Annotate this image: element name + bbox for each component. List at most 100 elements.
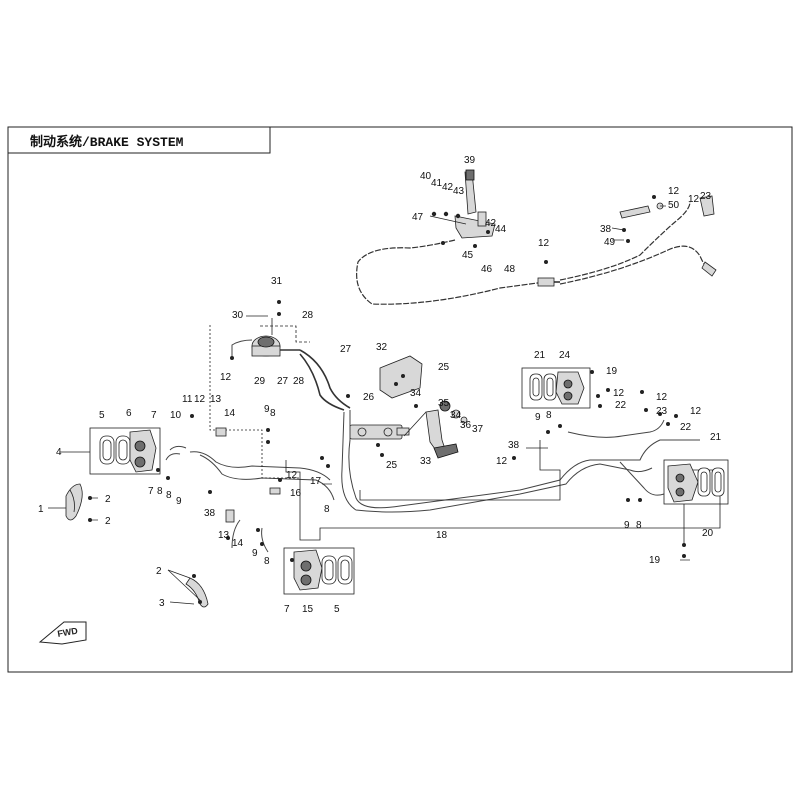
callout-label: 23 (656, 406, 668, 417)
callout-label: 8 (546, 410, 552, 421)
callout-label: 14 (232, 538, 244, 549)
callout-label: 8 (270, 408, 276, 419)
callout-label: 5 (99, 410, 105, 421)
callout-label: 40 (420, 171, 432, 182)
callout-label: 2 (105, 516, 111, 527)
callout-label: 34 (410, 388, 422, 399)
callout-label: 13 (218, 530, 230, 541)
callout-label: 3 (159, 598, 165, 609)
rear-right-caliper (663, 459, 729, 558)
callout-label: 12 (668, 186, 680, 197)
rear-left-caliper (283, 547, 355, 595)
callout-label: 2 (105, 494, 111, 505)
callout-label: 29 (254, 376, 266, 387)
callout-label: 47 (412, 212, 424, 223)
callout-label: 9 (252, 548, 258, 559)
callout-label: 46 (481, 264, 493, 275)
valve-and-bracket (349, 355, 423, 457)
callout-label: 8 (157, 486, 163, 497)
callout-label: 20 (702, 528, 714, 539)
callout-label: 50 (668, 200, 680, 211)
title-box (8, 127, 271, 154)
callout-label: 27 (340, 344, 352, 355)
callout-label: 22 (615, 400, 627, 411)
callout-label: 38 (600, 224, 612, 235)
guide-path (359, 440, 561, 501)
callout-label: 26 (363, 392, 375, 403)
callout-label: 37 (472, 424, 484, 435)
front-left-caliper (89, 427, 170, 480)
callout-label: 17 (310, 476, 322, 487)
callout-label: 9 (624, 520, 630, 531)
callout-label: 8 (166, 490, 172, 501)
callout-label: 9 (264, 404, 270, 415)
front-right-caliper (521, 367, 602, 409)
callout-label: 25 (386, 460, 398, 471)
svg-text:FWD: FWD (57, 625, 79, 638)
callout-label: 14 (224, 408, 236, 419)
callout-label: 25 (438, 362, 450, 373)
callout-label: 48 (504, 264, 516, 275)
callout-label: 27 (277, 376, 289, 387)
callout-label: 7 (148, 486, 154, 497)
callout-label: 39 (464, 155, 476, 166)
callout-label: 42 (485, 218, 497, 229)
callout-label: 12 (194, 394, 206, 405)
callout-label: 10 (170, 410, 182, 421)
callout-label: 21 (534, 350, 546, 361)
drawing-frame (7, 126, 793, 673)
callout-label: 41 (431, 178, 443, 189)
callout-label: 6 (126, 408, 132, 419)
disc-guard-front (65, 483, 92, 522)
callout-label: 23 (700, 191, 712, 202)
callout-label: 42 (442, 182, 454, 193)
callout-label: 12 (656, 392, 668, 403)
callout-label: 43 (453, 186, 465, 197)
callout-label: 7 (151, 410, 157, 421)
callout-label: 8 (324, 504, 330, 515)
callout-label: 12 (286, 470, 298, 481)
leader-lines (48, 205, 690, 605)
callout-label: 32 (376, 342, 388, 353)
brake-pedal-assembly (403, 400, 468, 459)
callout-label: 9 (535, 412, 541, 423)
callout-label: 15 (302, 604, 314, 615)
callout-label: 12 (613, 388, 625, 399)
callout-labels: 1 2 2 2 3 4 5 5 6 7 7 7 8 8 8 8 8 8 8 9 … (38, 155, 722, 615)
callout-label: 33 (420, 456, 432, 467)
master-cylinder-assembly (230, 300, 351, 411)
main-brake-lines (165, 410, 700, 553)
callout-label: 21 (710, 432, 722, 443)
callout-label: 30 (232, 310, 244, 321)
fwd-direction-arrow: FWD (38, 621, 87, 645)
callout-label: 7 (284, 604, 290, 615)
callout-label: 1 (38, 504, 44, 515)
disc-guard-lower (185, 574, 209, 608)
callout-label: 8 (264, 556, 270, 567)
callout-label: 13 (210, 394, 222, 405)
callout-label: 35 (438, 398, 450, 409)
callout-label: 28 (302, 310, 314, 321)
callout-label: 36 (460, 420, 472, 431)
callout-label: 22 (680, 422, 692, 433)
callout-label: 34 (450, 410, 462, 421)
callout-label: 2 (156, 566, 162, 577)
callout-label: 19 (606, 366, 618, 377)
callout-label: 19 (649, 555, 661, 566)
callout-label: 44 (495, 224, 507, 235)
callout-label: 11 (182, 394, 193, 405)
callout-label: 31 (271, 276, 283, 287)
callout-label: 16 (290, 488, 302, 499)
callout-label: 12 (688, 194, 700, 205)
parking-brake-assembly (356, 169, 717, 305)
callout-label: 28 (293, 376, 305, 387)
callout-label: 12 (496, 456, 508, 467)
callout-label: 45 (462, 250, 474, 261)
callout-label: 18 (436, 530, 448, 541)
callout-label: 12 (690, 406, 702, 417)
callout-label: 49 (604, 237, 616, 248)
callout-label: 5 (334, 604, 340, 615)
callout-label: 38 (508, 440, 520, 451)
callout-label: 12 (220, 372, 232, 383)
